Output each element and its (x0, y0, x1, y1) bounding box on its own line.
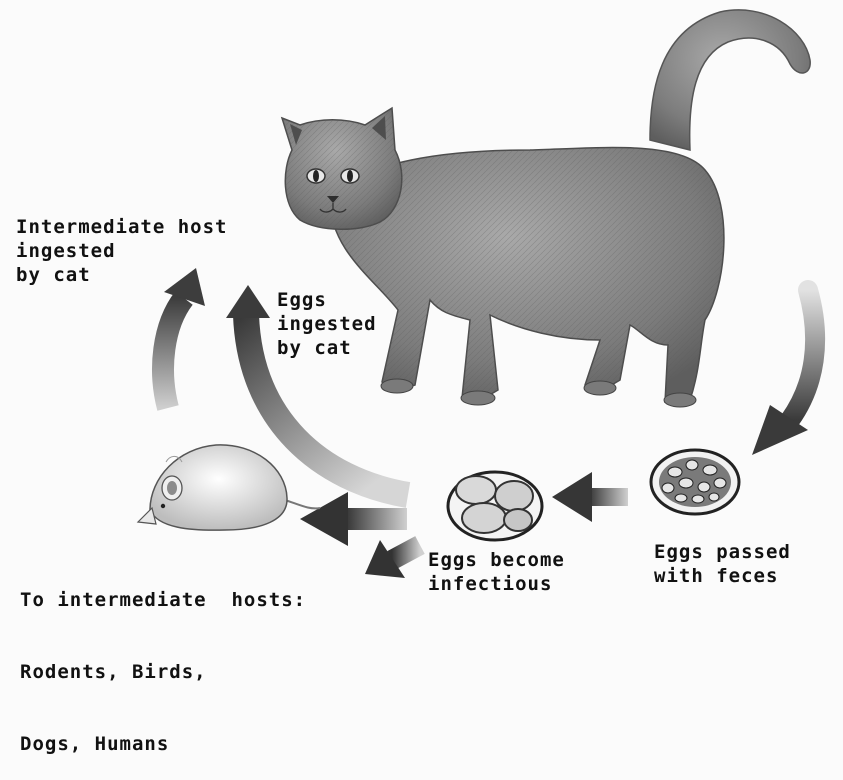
label-line: Rodents, Birds, (20, 660, 306, 684)
label-line: infectious (428, 572, 565, 596)
label-line: with feces (654, 564, 791, 588)
egg-cluster-illustration (448, 472, 542, 540)
label-line: Eggs become (428, 548, 565, 572)
label-eggs-become-infectious: Eggs become infectious (428, 548, 565, 596)
label-line: ingested (16, 239, 227, 263)
arrow-to-feces (752, 290, 815, 455)
label-eggs-ingested: Eggs ingested by cat (277, 288, 377, 360)
arrow-to-hosts-lower (365, 540, 420, 578)
label-intermediate-host-ingested: Intermediate host ingested by cat (16, 215, 227, 287)
life-cycle-diagram (0, 0, 843, 628)
label-line: Eggs passed (654, 540, 791, 564)
egg-mass-illustration (651, 450, 739, 514)
rodent-illustration (138, 445, 320, 530)
arrow-to-infectious (552, 472, 628, 522)
arrow-host-ingested (163, 268, 205, 408)
label-line: ingested (277, 312, 377, 336)
label-eggs-passed: Eggs passed with feces (654, 540, 791, 588)
label-line: To intermediate hosts: (20, 588, 306, 612)
label-line: Dogs, Humans (20, 732, 306, 756)
label-line: by cat (277, 336, 377, 360)
label-intermediate-hosts: To intermediate hosts: Rodents, Birds, D… (20, 540, 306, 780)
label-line: by cat (16, 263, 227, 287)
label-line: Eggs (277, 288, 377, 312)
label-line: Intermediate host (16, 215, 227, 239)
